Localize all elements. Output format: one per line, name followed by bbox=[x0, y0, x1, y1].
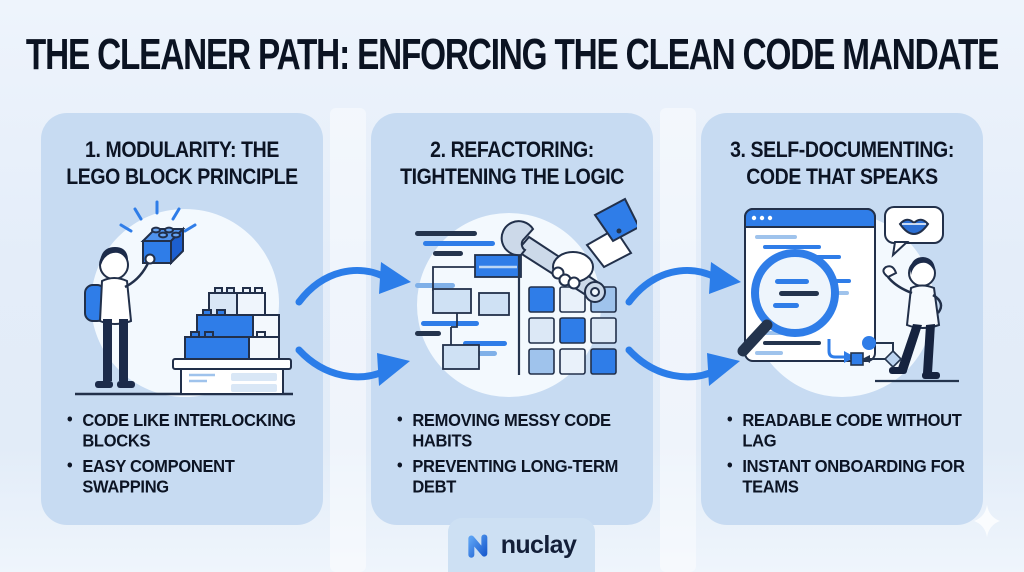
arrow-top-icon bbox=[295, 267, 391, 306]
bullet-dot: • bbox=[397, 457, 403, 476]
bullet-dot: • bbox=[727, 411, 733, 430]
brand-name: nuclay bbox=[500, 530, 577, 559]
presenter-person-icon bbox=[875, 257, 959, 383]
panel-1-title-line1: 1. MODULARITY: THE bbox=[85, 138, 279, 163]
background-stripe bbox=[660, 108, 696, 572]
nuclay-logo-icon bbox=[468, 534, 487, 558]
lego-brick-icon bbox=[140, 226, 186, 266]
bullet-item: •READABLE CODE WITHOUT LAG bbox=[727, 411, 962, 452]
flowchart-icon bbox=[432, 254, 522, 371]
person-icon bbox=[84, 247, 156, 389]
panel-1-bullets: •CODE LIKE INTERLOCKING BLOCKS •EASY COM… bbox=[57, 411, 307, 503]
mini-flowchart-icon bbox=[827, 336, 903, 369]
bullet-item: •EASY COMPONENT SWAPPING bbox=[67, 457, 235, 498]
cuff-icon bbox=[593, 197, 637, 243]
flow-arrows-2 bbox=[625, 262, 741, 386]
flow-arrows-1 bbox=[295, 262, 411, 386]
refactoring-illustration bbox=[387, 187, 637, 411]
panel-3-title-line1: 3. SELF-DOCUMENTING: bbox=[730, 138, 954, 163]
panel-3-title: 3. SELF-DOCUMENTING: CODE THAT SPEAKS bbox=[717, 137, 967, 191]
arrow-bottom-icon bbox=[295, 346, 391, 381]
panel-2-title-line2: TIGHTENING THE LOGIC bbox=[400, 165, 624, 190]
panel-self-documenting: 3. SELF-DOCUMENTING: CODE THAT SPEAKS bbox=[701, 113, 983, 525]
person-with-lego-icon bbox=[75, 200, 293, 398]
arrow-bottom-icon bbox=[625, 346, 721, 381]
bullet-dot: • bbox=[397, 411, 403, 430]
self-documenting-illustration bbox=[717, 187, 967, 411]
sparkle-icon bbox=[974, 505, 1000, 537]
sparkle-lines-icon bbox=[119, 200, 197, 233]
lego-illustration bbox=[57, 187, 307, 411]
panel-2-title: 2. REFACTORING: TIGHTENING THE LOGIC bbox=[387, 137, 637, 191]
panel-3-bullets: •READABLE CODE WITHOUT LAG •INSTANT ONBO… bbox=[717, 411, 967, 503]
bullet-item: •CODE LIKE INTERLOCKING BLOCKS bbox=[67, 411, 296, 452]
background-stripe bbox=[330, 108, 366, 572]
brand-footer: nuclay bbox=[448, 518, 595, 572]
lego-stack-icon bbox=[184, 287, 280, 361]
bullet-dot: • bbox=[67, 457, 73, 476]
clean-grid-icon bbox=[528, 286, 617, 376]
hand-icon bbox=[551, 197, 637, 290]
arrow-top-icon bbox=[625, 267, 721, 306]
panel-refactoring: 2. REFACTORING: TIGHTENING THE LOGIC bbox=[371, 113, 653, 525]
panel-2-title-line1: 2. REFACTORING: bbox=[430, 138, 594, 163]
bullet-dot: • bbox=[67, 411, 73, 430]
page-title-text: THE CLEANER PATH: ENFORCING THE CLEAN CO… bbox=[25, 30, 999, 79]
page-title: THE CLEANER PATH: ENFORCING THE CLEAN CO… bbox=[0, 24, 1024, 86]
table-icon bbox=[172, 358, 292, 396]
panel-1-title: 1. MODULARITY: THE LEGO BLOCK PRINCIPLE bbox=[57, 137, 307, 191]
bullet-dot: • bbox=[727, 457, 733, 476]
wrench-code-grid-icon bbox=[415, 197, 637, 398]
panel-1-title-line2: LEGO BLOCK PRINCIPLE bbox=[66, 165, 298, 190]
speech-bubble-icon bbox=[884, 206, 944, 258]
panel-3-title-line2: CODE THAT SPEAKS bbox=[746, 165, 938, 190]
bullet-item: •PREVENTING LONG-TERM DEBT bbox=[397, 457, 619, 498]
magnifier-icon bbox=[737, 249, 839, 357]
panel-2-bullets: •REMOVING MESSY CODE HABITS •PREVENTING … bbox=[387, 411, 637, 503]
bullet-item: •INSTANT ONBOARDING FOR TEAMS bbox=[727, 457, 965, 498]
panel-modularity: 1. MODULARITY: THE LEGO BLOCK PRINCIPLE bbox=[41, 113, 323, 525]
bullet-item: •REMOVING MESSY CODE HABITS bbox=[397, 411, 611, 452]
magnifier-code-window-icon bbox=[737, 206, 959, 398]
